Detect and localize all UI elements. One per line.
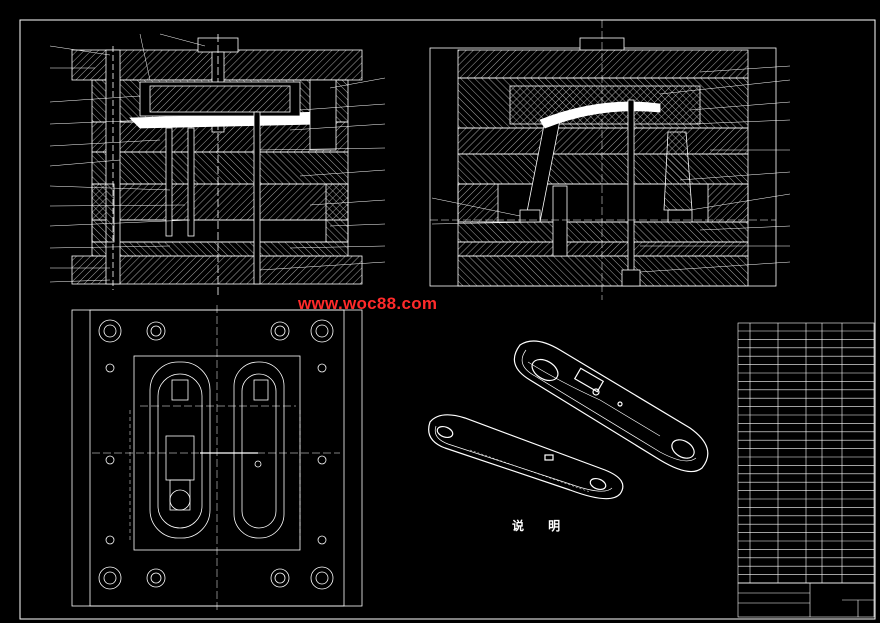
part-isometric-view-1: [513, 340, 709, 473]
side-section-view: [429, 20, 791, 300]
parts-list-table: [737, 322, 875, 618]
sheet-border: [19, 19, 876, 620]
front-section-view: [49, 33, 386, 298]
top-plan-view: [71, 305, 363, 612]
technical-notes-title: 说 明: [512, 519, 571, 533]
part-isometric-view-2: [428, 414, 624, 500]
watermark-text: www.woc88.com: [298, 294, 438, 313]
